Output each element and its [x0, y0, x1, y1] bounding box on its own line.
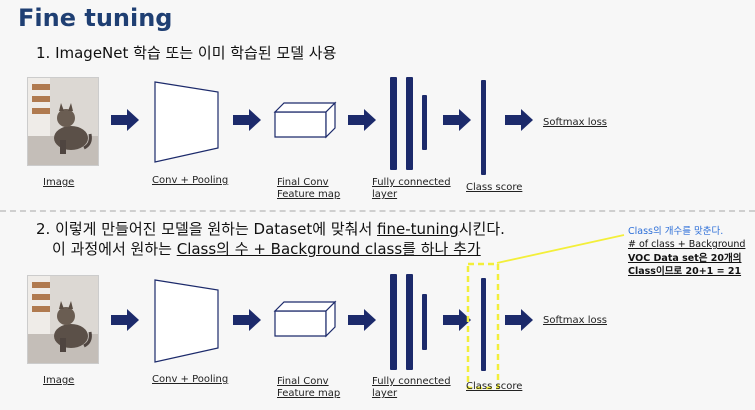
step2-highlight: fine-tuning: [377, 220, 459, 238]
image-label-2: Image: [43, 375, 75, 386]
class-score-label: Class score: [466, 182, 523, 193]
arrow-8-icon: [348, 309, 376, 331]
cat-photo-2-icon: [28, 276, 98, 363]
annotation-leader-line: [496, 234, 625, 264]
input-image-2: [27, 275, 99, 364]
arrow-6-icon: [111, 309, 139, 331]
annotation-line4: Class이므로 20+1 = 21: [628, 266, 742, 277]
softmax-label: Softmax loss: [543, 117, 608, 128]
feature-cube-icon: [273, 101, 337, 139]
arrow-10-icon: [505, 309, 533, 331]
class-score-highlight-box: [466, 262, 500, 390]
class-score-bar-icon: [481, 80, 486, 175]
fc-bars-icon: [390, 77, 427, 170]
feature-label-2-line1: Final Conv: [277, 376, 329, 387]
section-divider: [0, 210, 755, 212]
feature-cube-2-icon: [273, 300, 337, 338]
softmax-label-2: Softmax loss: [543, 315, 608, 326]
input-image-1: [27, 77, 99, 166]
step2-line2-prefix: 이 과정에서 원하는: [52, 240, 177, 258]
class-score-label-2: Class score: [466, 381, 523, 392]
class-score-bar-2-icon: [481, 278, 486, 371]
step2-line2: 이 과정에서 원하는 Class의 수 + Background class를 …: [52, 238, 481, 259]
fc-label-2-line1: Fully connected: [372, 376, 451, 387]
annotation-line3: VOC Data set은 20개의: [628, 253, 742, 264]
arrow-2-icon: [233, 109, 261, 131]
arrow-5-icon: [505, 109, 533, 131]
annotation-line1: Class의 개수를 맞춘다.: [628, 226, 724, 237]
fc-label-line1: Fully connected: [372, 177, 451, 188]
conv-label: Conv + Pooling: [152, 175, 229, 186]
arrow-7-icon: [233, 309, 261, 331]
fc-bars-2-icon: [390, 274, 427, 370]
feature-label-2-line2: Feature map: [277, 388, 341, 399]
arrow-3-icon: [348, 109, 376, 131]
conv-trapezoid-2-icon: [154, 279, 219, 363]
step2-heading: 2. 이렇게 만들어진 모델을 원하는 Dataset에 맞춰서 fine-tu…: [36, 218, 505, 239]
fc-label-line2: layer: [372, 189, 398, 200]
annotation-line2: # of class + Background: [628, 239, 746, 250]
arrow-1-icon: [111, 109, 139, 131]
image-label: Image: [43, 177, 75, 188]
feature-label-line1: Final Conv: [277, 177, 329, 188]
feature-label-line2: Feature map: [277, 189, 341, 200]
page-title: Fine tuning: [18, 4, 173, 32]
step2-line2-highlight: Class의 수 + Background class를 하나 추가: [176, 240, 481, 258]
step2-prefix: 2. 이렇게 만들어진 모델을 원하는 Dataset에 맞춰서: [36, 220, 378, 238]
cat-photo-icon: [28, 78, 98, 165]
fc-label-2-line2: layer: [372, 388, 398, 399]
step1-heading: 1. ImageNet 학습 또는 이미 학습된 모델 사용: [36, 44, 337, 62]
conv-trapezoid-icon: [154, 81, 219, 163]
step2-suffix: 시킨다.: [458, 220, 505, 238]
arrow-9-icon: [443, 309, 471, 331]
arrow-4-icon: [443, 109, 471, 131]
conv-label-2: Conv + Pooling: [152, 374, 229, 385]
